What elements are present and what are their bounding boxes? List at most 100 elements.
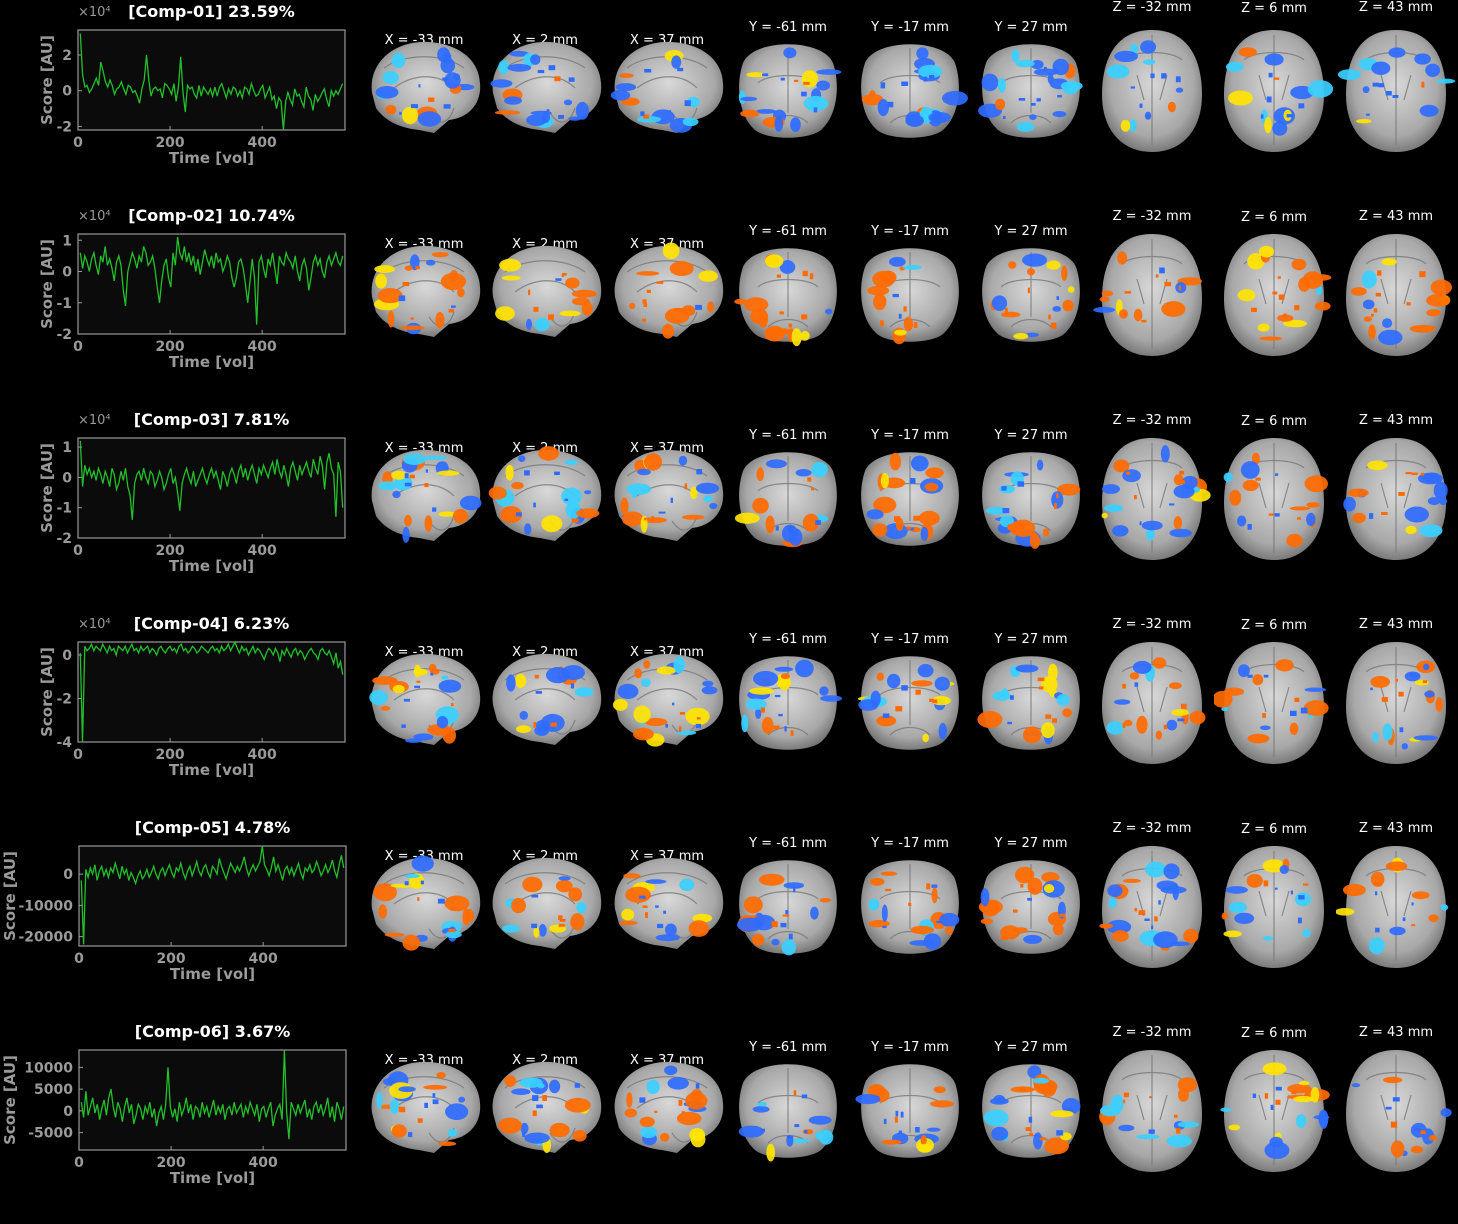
slice-coordinate-label: Z = 6 mm <box>1241 822 1307 837</box>
brain-slice-image <box>736 860 837 956</box>
brain-slice-image <box>1336 846 1449 968</box>
plot-frame <box>77 641 346 743</box>
brain-slice-image <box>1220 1050 1330 1172</box>
slice-coordinate-label: Z = 6 mm <box>1241 414 1307 429</box>
y-tick-label: -20000 <box>18 930 73 946</box>
score-trace <box>79 640 344 743</box>
slice-coordinate-label: Z = -32 mm <box>1112 209 1192 224</box>
y-tick-label: 0 <box>63 867 73 883</box>
x-tick-label: 200 <box>156 951 185 967</box>
activation-overlay <box>624 1065 708 1148</box>
brain-slice-image <box>1346 1050 1452 1172</box>
activation-overlay <box>1099 861 1199 951</box>
activation-overlay <box>736 873 832 956</box>
activation-overlay <box>985 459 1081 549</box>
brain-slice-image <box>1337 30 1456 152</box>
brain-slice-image <box>371 245 481 337</box>
activation-overlay <box>1337 47 1456 124</box>
slice-coordinate-label: X = -33 mm <box>384 441 464 456</box>
x-axis-label: Time [vol] <box>168 353 255 371</box>
x-tick-label: 400 <box>248 135 277 151</box>
x-tick-label: 0 <box>73 339 83 355</box>
activation-overlay <box>1336 857 1449 955</box>
y-tick-label: 5000 <box>34 1082 73 1098</box>
activation-overlay <box>1220 1062 1330 1159</box>
brain-slice-image <box>371 41 481 133</box>
activation-overlay <box>375 47 475 127</box>
slice-coordinate-label: Y = 27 mm <box>994 632 1068 647</box>
slice-coordinate-label: Z = -32 mm <box>1112 821 1192 836</box>
component-title: [Comp-06] 3.67% <box>134 1022 291 1041</box>
activation-overlay <box>734 254 833 347</box>
slice-coordinate-label: Z = -32 mm <box>1112 413 1192 428</box>
brain-slice-image <box>492 653 602 745</box>
score-trace <box>80 1049 345 1140</box>
activation-overlay <box>373 855 475 951</box>
brain-slice-image <box>1223 438 1328 560</box>
y-tick-label: -2 <box>56 531 72 547</box>
brain-slice-image <box>612 653 724 747</box>
brain-slice-image <box>1214 642 1329 764</box>
slice-coordinate-label: X = -33 mm <box>384 645 464 660</box>
activation-overlay <box>868 871 960 950</box>
activation-overlay <box>498 1075 591 1153</box>
plot-frame <box>78 845 347 947</box>
brain-slice-image <box>1101 438 1211 560</box>
slice-coordinate-label: Y = 27 mm <box>994 1040 1068 1055</box>
brain-slice-image <box>610 41 724 133</box>
slice-coordinate-label: Y = -61 mm <box>749 428 827 443</box>
activation-overlay <box>990 253 1075 340</box>
slice-coordinate-label: Y = 27 mm <box>994 224 1068 239</box>
exponent-label: ×10⁴ <box>78 413 111 428</box>
activation-overlay <box>978 49 1083 132</box>
x-tick-label: 200 <box>155 747 184 763</box>
brain-slice-image <box>371 1061 481 1153</box>
slice-coordinate-label: Y = -17 mm <box>871 1040 949 1055</box>
component-title: [Comp-03] 7.81% <box>133 410 290 429</box>
brain-slice-image <box>1346 642 1446 764</box>
slice-coordinate-label: Y = -17 mm <box>871 224 949 239</box>
brain-outline <box>371 653 481 745</box>
activation-overlay <box>1221 858 1312 941</box>
component-title: [Comp-01] 23.59% <box>128 2 295 21</box>
y-axis-label: Score [AU] <box>38 443 56 533</box>
activation-overlay <box>376 1071 469 1146</box>
y-axis-label: Score [AU] <box>38 35 56 125</box>
brain-slice-image <box>861 248 959 345</box>
brain-slice-image <box>371 449 482 543</box>
brain-slice-image <box>982 452 1081 549</box>
brain-slice-image <box>1099 1050 1202 1172</box>
y-axis-label: Score [AU] <box>38 239 56 329</box>
brain-slice-image <box>861 452 959 546</box>
brain-slice-image <box>978 860 1080 954</box>
brain-slice-image <box>861 860 960 954</box>
slice-coordinate-label: Z = 6 mm <box>1241 210 1307 225</box>
activation-overlay <box>502 876 587 938</box>
slice-coordinate-label: Y = -17 mm <box>871 20 949 35</box>
y-tick-label: -2 <box>56 119 72 135</box>
y-tick-label: -1 <box>56 501 72 517</box>
slice-coordinate-label: X = -33 mm <box>384 1053 464 1068</box>
brain-slice-image <box>369 653 481 745</box>
activation-overlay <box>488 446 600 535</box>
activation-overlay <box>1214 659 1329 744</box>
brain-slice-image <box>1102 30 1202 152</box>
activation-overlay <box>378 453 482 543</box>
slice-coordinate-label: Z = 43 mm <box>1358 1025 1434 1040</box>
x-tick-label: 400 <box>248 747 277 763</box>
x-axis-label: Time [vol] <box>169 1169 256 1187</box>
brain-slice-image <box>614 242 724 339</box>
y-tick-label: 0 <box>62 84 72 100</box>
activation-overlay <box>1350 258 1452 346</box>
activation-overlay <box>867 256 922 345</box>
plot-frame <box>77 233 346 335</box>
activation-overlay <box>373 252 467 335</box>
slice-coordinate-label: Z = 43 mm <box>1358 209 1434 224</box>
exponent-label: ×10⁴ <box>78 617 111 632</box>
slice-coordinate-label: Y = -61 mm <box>749 20 827 35</box>
